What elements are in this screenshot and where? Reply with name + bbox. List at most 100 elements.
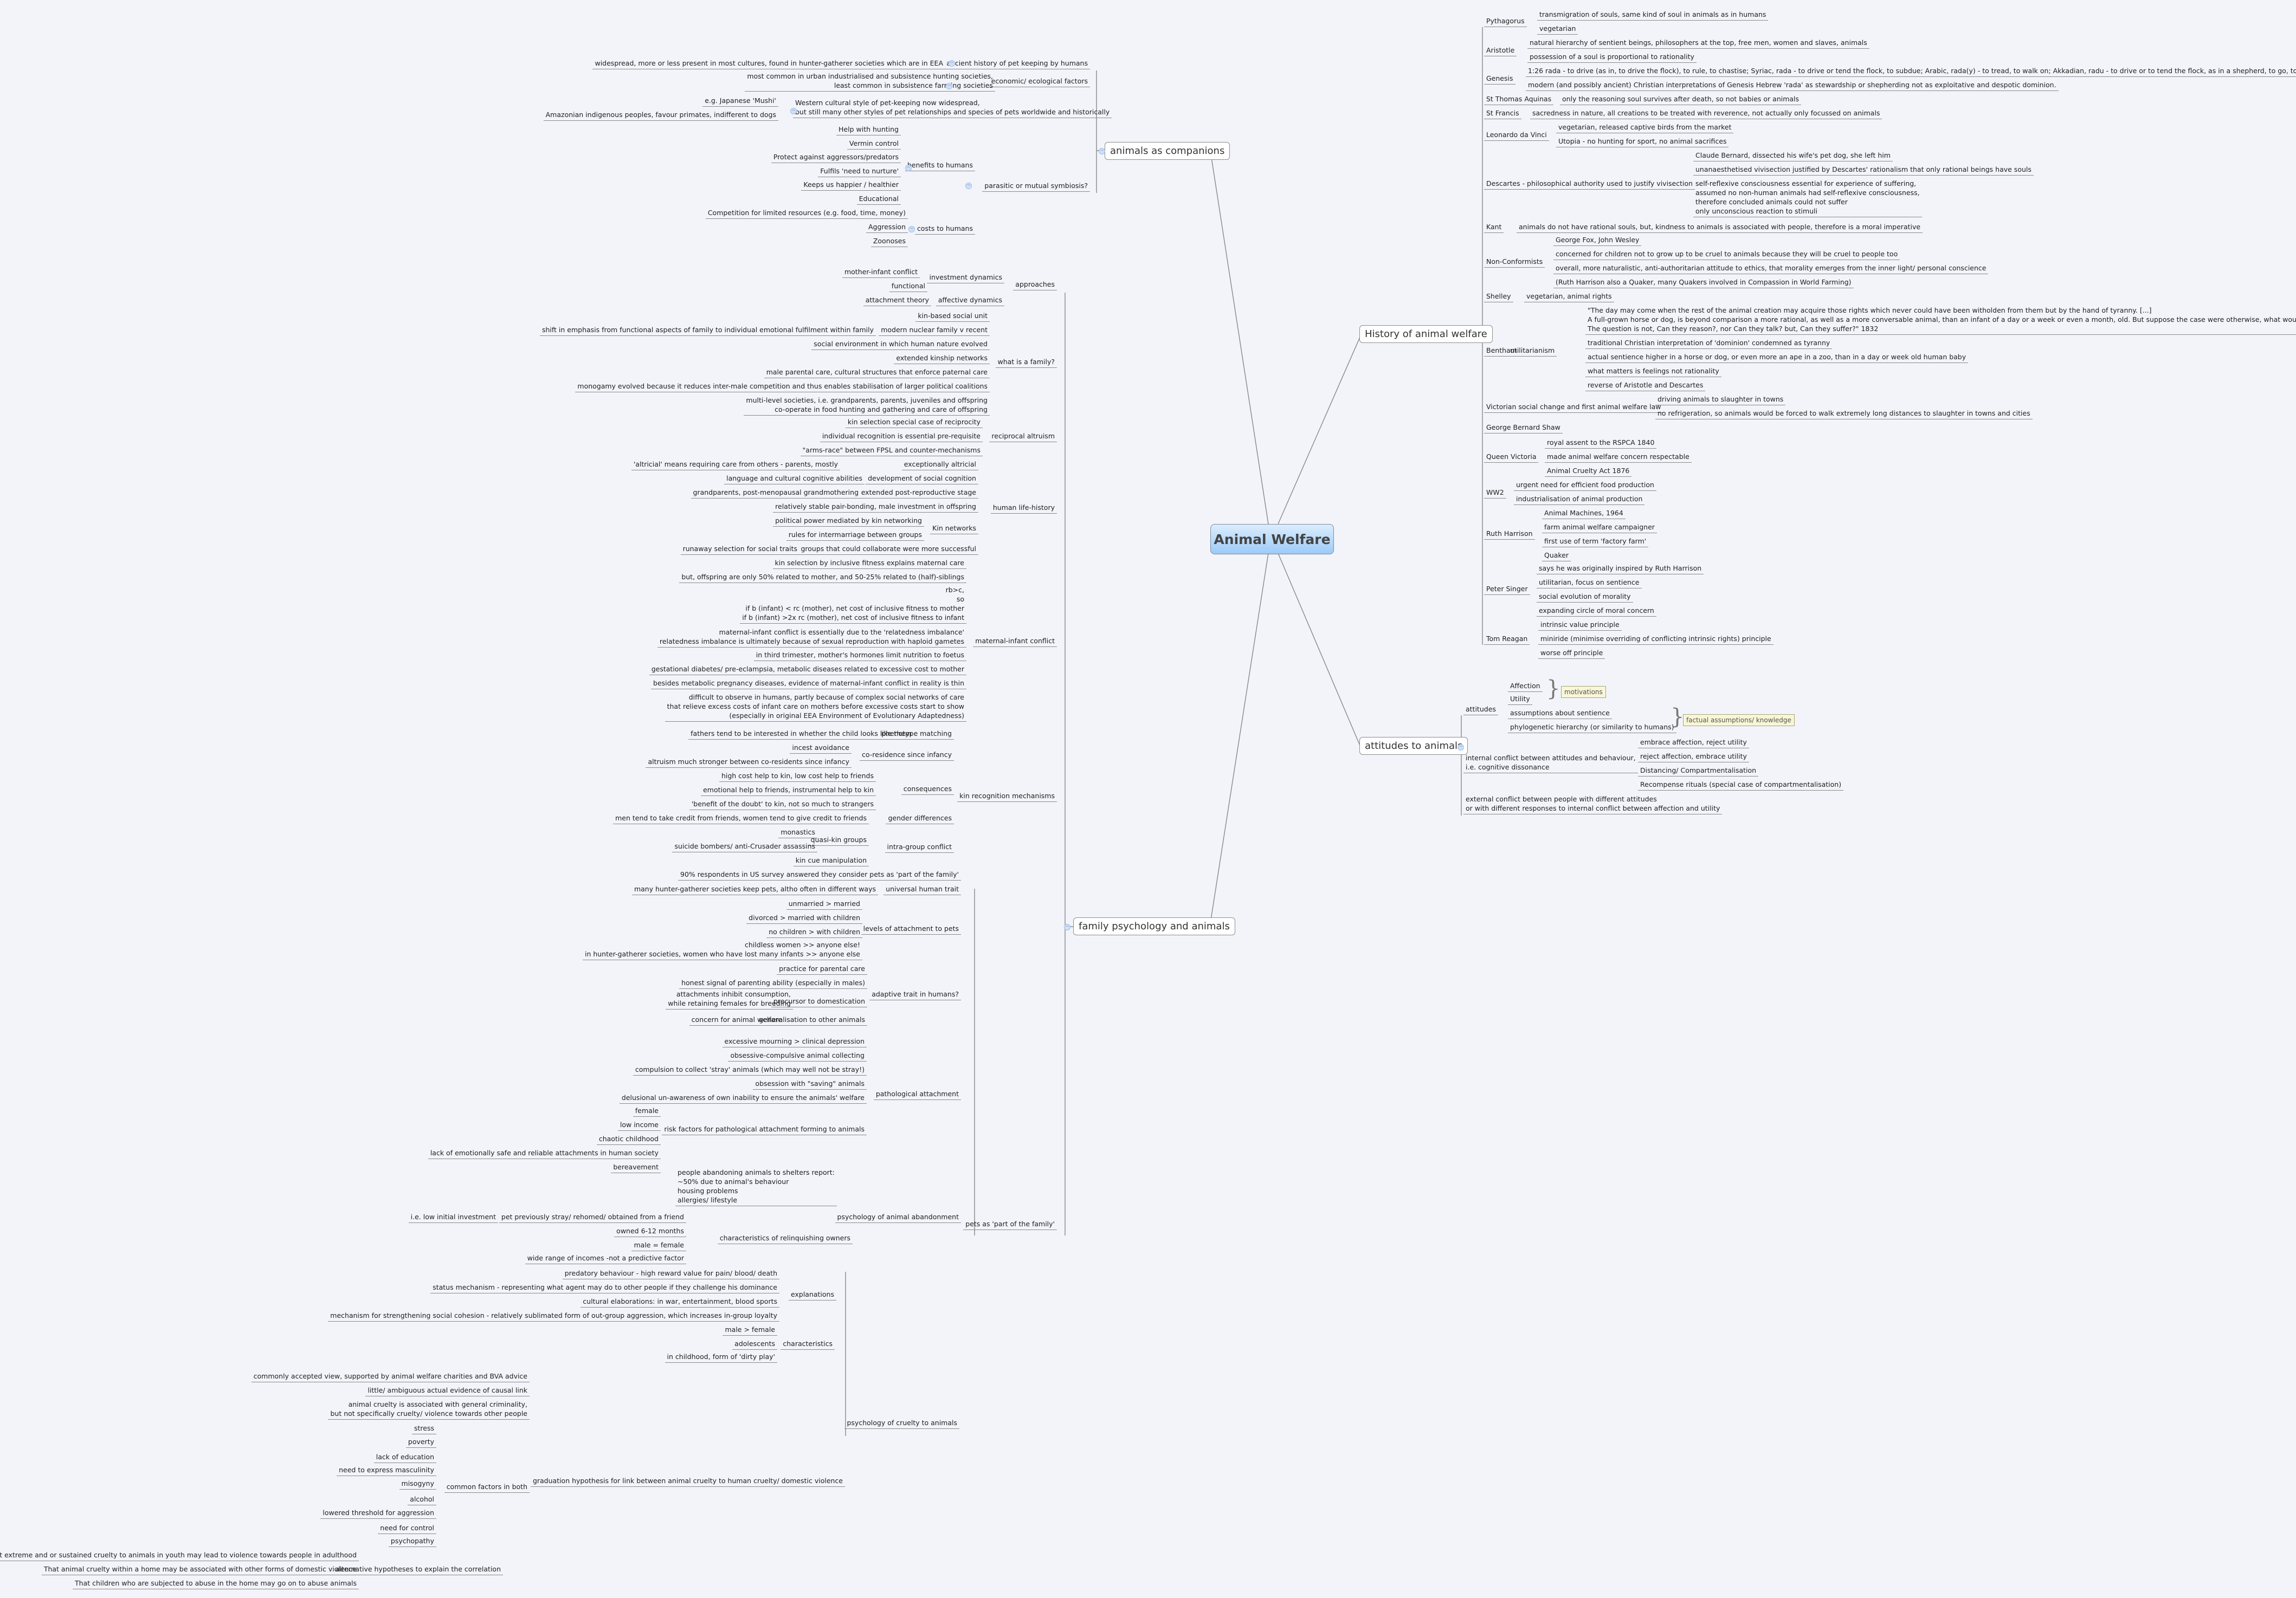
topic-node[interactable]: groups that could collaborate were more … (798, 544, 978, 555)
topic-node[interactable]: men tend to take credit from friends, wo… (613, 813, 869, 824)
topic-maternal-infant-conflict[interactable]: maternal-infant conflict (973, 636, 1057, 647)
topic-economic-factors[interactable]: economic/ ecological factors (989, 76, 1090, 87)
attitude-phylogenetic[interactable]: phylogenetic hierarchy (or similarity to… (1508, 722, 1676, 733)
family-item[interactable]: modern nuclear family v recent (879, 325, 990, 336)
history-detail[interactable]: expanding circle of moral concern (1537, 606, 1656, 617)
topic-node[interactable]: alternative hypotheses to explain the co… (333, 1564, 503, 1575)
topic-utilitarianism[interactable]: utilitarianism (1508, 346, 1557, 357)
topic-approaches[interactable]: approaches (1013, 280, 1057, 290)
topic-cruelty[interactable]: psychology of cruelty to animals (844, 1418, 959, 1429)
family-item[interactable]: kin-based social unit (915, 311, 990, 322)
topic-western-style[interactable]: Western cultural style of pet-keeping no… (793, 98, 1112, 118)
topic-node[interactable]: commonly accepted view, supported by ani… (251, 1371, 530, 1382)
history-detail[interactable]: made animal welfare concern respectable (1545, 452, 1692, 463)
history-detail[interactable]: first use of term 'factory farm' (1542, 536, 1649, 547)
history-figure[interactable]: Queen Victoria (1484, 452, 1539, 463)
topic-node[interactable]: kin selection special case of reciprocit… (845, 417, 983, 428)
collapse-icon[interactable]: − (1099, 148, 1105, 154)
topic-kin-recognition[interactable]: kin recognition mechanisms (957, 791, 1057, 802)
collapse-icon[interactable]: − (1064, 924, 1070, 930)
benefit-item[interactable]: Vermin control (847, 139, 901, 150)
topic-node[interactable]: functional (889, 281, 927, 292)
topic-node[interactable]: excessive mourning > clinical depression (722, 1037, 867, 1047)
topic-node[interactable]: universal human trait (883, 884, 961, 895)
maternal-item[interactable]: rb>c, so if b (infant) < rc (mother), ne… (740, 585, 966, 624)
history-figure[interactable]: St Francis (1484, 108, 1521, 119)
topic-example[interactable]: Amazonian indigenous peoples, favour pri… (543, 110, 778, 121)
history-detail[interactable]: vegetarian, released captive birds from … (1556, 122, 1734, 133)
history-detail[interactable]: only the reasoning soul survives after d… (1560, 94, 1802, 105)
topic-reciprocal-altruism[interactable]: reciprocal altruism (989, 431, 1057, 442)
history-detail[interactable]: worse off principle (1538, 648, 1605, 659)
maternal-item[interactable]: gestational diabetes/ pre-eclampsia, met… (649, 664, 966, 675)
history-detail[interactable]: transmigration of souls, same kind of so… (1537, 10, 1769, 21)
common-factor[interactable]: psychopathy (388, 1536, 436, 1547)
history-detail[interactable]: intrinsic value principle (1538, 620, 1622, 631)
history-detail[interactable]: concerned for children not to grow up to… (1553, 249, 1900, 260)
history-detail[interactable]: self-reflexive consciousness essential f… (1693, 179, 1922, 217)
topic-node[interactable]: language and cultural cognitive abilitie… (724, 474, 865, 484)
topic-node[interactable]: little/ ambiguous actual evidence of cau… (365, 1386, 530, 1396)
topic-pets-part-of-family[interactable]: pets as 'part of the family' (963, 1219, 1057, 1230)
topic-node[interactable]: individual recognition is essential pre-… (820, 431, 983, 442)
history-figure[interactable]: Non-Conformists (1484, 257, 1545, 268)
common-factor[interactable]: poverty (405, 1437, 436, 1448)
topic-node[interactable]: animal cruelty is associated with genera… (328, 1400, 530, 1420)
history-detail[interactable]: unanaesthetised vivisection justified by… (1693, 165, 2034, 176)
topic-node[interactable]: status mechanism - representing what age… (430, 1283, 779, 1293)
topic-node[interactable]: adaptive trait in humans? (869, 989, 961, 1000)
branch-family-psychology[interactable]: family psychology and animals (1073, 917, 1235, 935)
callout-factual[interactable]: factual assumptions/ knowledge (1683, 714, 1795, 726)
history-detail[interactable]: what matters is feelings not rationality (1585, 366, 1721, 377)
family-item[interactable]: monogamy evolved because it reduces inte… (575, 381, 990, 392)
history-detail[interactable]: Claude Bernard, dissected his wife's pet… (1693, 151, 1893, 161)
abandonment-report[interactable]: people abandoning animals to shelters re… (675, 1168, 837, 1206)
topic-node[interactable]: wide range of incomes -not a predictive … (525, 1253, 686, 1264)
topic-node[interactable]: risk factors for pathological attachment… (662, 1124, 867, 1135)
topic-benefits[interactable]: benefits to humans (905, 160, 975, 171)
topic-node[interactable]: generalisation to other animals (757, 1015, 867, 1026)
history-detail[interactable]: social evolution of morality (1537, 592, 1633, 603)
collapse-icon[interactable]: − (908, 226, 915, 232)
topic-node[interactable]: cultural elaborations: in war, entertain… (581, 1297, 779, 1308)
topic-node[interactable]: adolescents (732, 1339, 777, 1350)
topic-internal-conflict[interactable]: internal conflict between attitudes and … (1463, 753, 1638, 773)
topic-node[interactable]: attachment theory (863, 295, 931, 306)
topic-node[interactable]: emotional help to friends, instrumental … (701, 785, 876, 796)
history-figure[interactable]: Aristotle (1484, 46, 1517, 56)
history-detail[interactable]: sacredness in nature, all creations to b… (1530, 108, 1882, 119)
topic-node[interactable]: That extreme and or sustained cruelty to… (0, 1550, 359, 1561)
history-detail[interactable]: "The day may come when the rest of the a… (1585, 306, 2296, 335)
history-detail[interactable]: industrialisation of animal production (1514, 494, 1645, 505)
history-detail[interactable]: overall, more naturalistic, anti-authori… (1553, 263, 1989, 274)
topic-node[interactable]: honest signal of parenting ability (espe… (679, 978, 867, 989)
history-figure[interactable]: Kant (1484, 222, 1504, 233)
topic-node[interactable]: rules for intermarriage between groups (786, 530, 924, 541)
history-figure[interactable]: Pythagorus (1484, 16, 1527, 27)
history-figure[interactable]: George Bernard Shaw (1484, 423, 1563, 434)
topic-node[interactable]: female (633, 1106, 661, 1117)
common-factor[interactable]: alcohol (408, 1495, 436, 1505)
history-detail[interactable]: urgent need for efficient food productio… (1514, 480, 1656, 491)
topic-node[interactable]: graduation hypothesis for link between a… (530, 1476, 845, 1487)
collapse-icon[interactable]: − (1457, 744, 1464, 751)
family-item[interactable]: extended kinship networks (894, 353, 990, 364)
history-detail[interactable]: miniride (minimise overriding of conflic… (1538, 634, 1773, 645)
collapse-icon[interactable]: − (905, 165, 912, 171)
topic-node[interactable]: quasi-kin groups (808, 835, 869, 846)
topic-node[interactable]: That animal cruelty within a home may be… (41, 1564, 359, 1575)
common-factor[interactable]: need for control (378, 1523, 436, 1534)
topic-node[interactable]: obsessive-compulsive animal collecting (728, 1051, 867, 1062)
history-figure[interactable]: Peter Singer (1484, 584, 1530, 595)
topic-node[interactable]: common factors in both (444, 1482, 530, 1493)
family-item[interactable]: multi-level societies, i.e. grandparents… (744, 396, 990, 416)
internal-item[interactable]: reject affection, embrace utility (1638, 752, 1749, 762)
topic-node[interactable]: psychology of animal abandonment (835, 1212, 961, 1223)
history-detail[interactable]: driving animals to slaughter in towns (1655, 394, 1786, 405)
topic-node[interactable]: concern for animal welfare (689, 1015, 784, 1026)
benefit-item[interactable]: Help with hunting (836, 125, 901, 135)
history-detail[interactable]: natural hierarchy of sentient beings, ph… (1527, 38, 1869, 49)
benefit-item[interactable]: Protect against aggressors/predators (771, 152, 901, 163)
topic-attitudes[interactable]: attitudes (1463, 704, 1498, 715)
